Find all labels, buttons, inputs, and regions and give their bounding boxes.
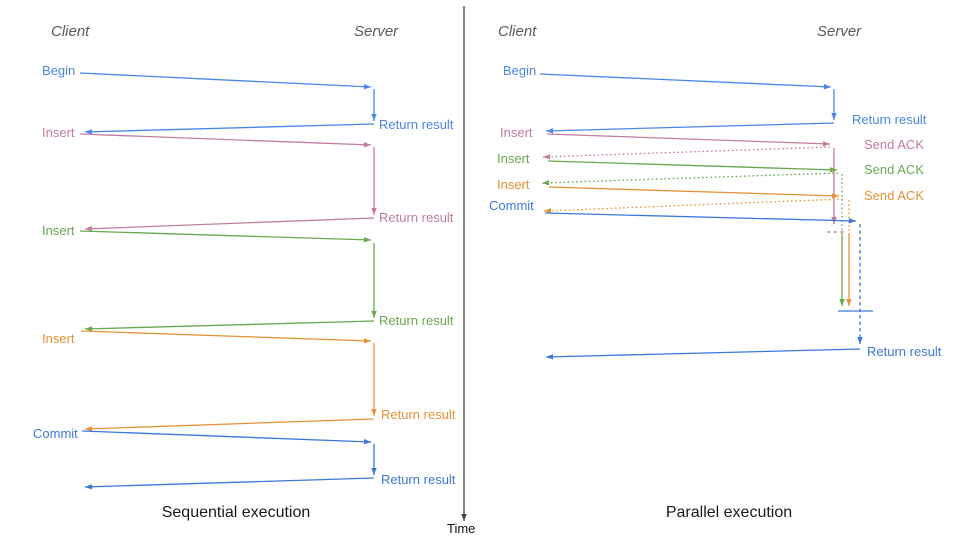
- par-commit-response-line: [545, 348, 861, 360]
- seq-insert1-execution-line: [371, 147, 377, 215]
- seq-begin-request-label: Begin: [42, 63, 76, 78]
- par-server-header: Server: [817, 23, 862, 40]
- par-insert2-ack-label: Send ACK: [864, 162, 924, 177]
- par-insert3-ack-line: [543, 198, 844, 214]
- seq-insert2-response-line: [84, 320, 375, 332]
- seq-insert1-response-line: [84, 217, 375, 232]
- par-commit-request-line: [544, 212, 857, 224]
- seq-insert3-request-line: [80, 330, 372, 344]
- par-insert2-request-label: Insert: [497, 151, 530, 166]
- seq-client-header: Client: [51, 23, 90, 40]
- seq-insert3-response-line: [84, 418, 375, 432]
- seq-insert1-response-label: Return result: [379, 210, 454, 225]
- par-insert1-ack-line: [542, 146, 831, 160]
- seq-commit-response-label: Return result: [381, 472, 456, 487]
- par-begin-execution-line: [831, 89, 837, 120]
- par-commit-request-label: Commit: [489, 198, 534, 213]
- seq-insert3-execution-line: [371, 343, 377, 416]
- par-insert1-request-label: Insert: [500, 125, 533, 140]
- par-client-header: Client: [498, 23, 537, 40]
- par-insert1-ack-label: Send ACK: [864, 137, 924, 152]
- par-commit-queue-line: [857, 224, 863, 344]
- seq-insert3-response-label: Return result: [381, 407, 456, 422]
- time-axis-label: Time: [447, 521, 476, 536]
- seq-commit-request-label: Commit: [33, 426, 78, 441]
- par-insert3-request-line: [548, 186, 840, 199]
- seq-insert2-request-label: Insert: [42, 223, 75, 238]
- seq-begin-request-line: [79, 72, 372, 90]
- par-insert1-request-line: [546, 133, 831, 147]
- seq-begin-response-label: Return result: [379, 117, 454, 132]
- seq-begin-execution-line: [371, 89, 377, 121]
- seq-commit-execution-line: [371, 444, 377, 475]
- par-insert2-request-line: [547, 160, 838, 173]
- par-insert3-request-label: Insert: [497, 177, 530, 192]
- time-axis-line: [461, 6, 467, 521]
- par-insert3-ack-label: Send ACK: [864, 188, 924, 203]
- par-begin-response-line: [545, 122, 835, 134]
- seq-insert1-request-line: [79, 133, 372, 148]
- seq-caption: Sequential execution: [161, 504, 311, 521]
- seq-insert2-request-line: [79, 230, 372, 243]
- par-insert3-execution-line: [846, 233, 852, 306]
- par-begin-request-line: [539, 73, 832, 90]
- par-begin-request-label: Begin: [503, 63, 537, 78]
- seq-insert1-request-label: Insert: [42, 125, 75, 140]
- par-caption: Parallel execution: [665, 504, 793, 521]
- seq-insert2-execution-line: [371, 243, 377, 318]
- par-begin-response-label: Return result: [852, 112, 927, 127]
- seq-server-header: Server: [354, 23, 399, 40]
- seq-commit-response-line: [84, 477, 375, 490]
- par-insert2-execution-line: [839, 233, 845, 306]
- seq-insert3-request-label: Insert: [42, 331, 75, 346]
- seq-commit-request-line: [81, 430, 372, 445]
- par-commit-response-label: Return result: [867, 344, 942, 359]
- par-insert2-ack-line: [541, 172, 839, 186]
- seq-begin-response-line: [84, 123, 375, 135]
- par-insert1-execution-line: [831, 148, 837, 224]
- seq-insert2-response-label: Return result: [379, 313, 454, 328]
